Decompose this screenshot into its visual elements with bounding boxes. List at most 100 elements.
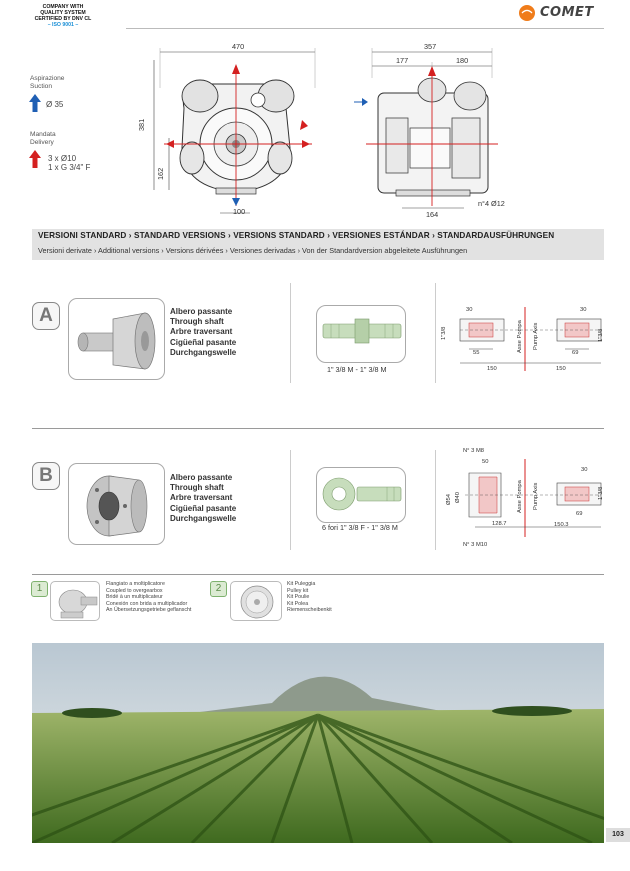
- shaft-drawing-icon: [322, 318, 402, 344]
- versions-title: VERSIONI STANDARD › STANDARD VERSIONS › …: [38, 231, 555, 240]
- version-a-drawing: [459, 307, 602, 371]
- versions-subtitle: Versioni derivate › Additional versions …: [38, 246, 468, 255]
- flange-drawing-icon: [322, 477, 402, 511]
- accessory-2-text: Kit Puleggia Pulley kit Kit Poulie Kit P…: [287, 581, 332, 614]
- acc-line: Kit Polea: [287, 600, 309, 607]
- side-right-dim: 180: [456, 56, 469, 65]
- column-separator: [435, 450, 436, 550]
- pulley-image: [230, 581, 282, 621]
- front-base-dim: 100: [233, 207, 246, 216]
- front-height-dim: 381: [137, 118, 146, 131]
- side-holes-dim: n°4 Ø12: [478, 199, 505, 208]
- a-left-top-dim: 30: [466, 307, 473, 313]
- desc-line: Cigüeñal pasante: [170, 337, 237, 347]
- a-right-mid-dim: 69: [572, 350, 579, 356]
- version-a-shaft-box: [316, 305, 406, 363]
- desc-line: Durchgangswelle: [170, 347, 237, 357]
- a-right-top-dim: 30: [580, 307, 587, 313]
- front-axis-height-dim: 162: [156, 167, 165, 180]
- desc-line: Through shaft: [170, 317, 224, 327]
- pulley-icon: [240, 585, 274, 619]
- column-separator: [290, 450, 291, 550]
- version-a-photo: [68, 298, 165, 380]
- accessory-2-number: 2: [210, 581, 227, 597]
- desc-line: Durchgangswelle: [170, 513, 237, 523]
- section-divider: [32, 428, 604, 429]
- arrow-up-icon: [29, 94, 41, 112]
- gearbox-icon: [58, 589, 98, 619]
- acc-line: Riemenscheibenkit: [287, 607, 332, 614]
- a-left-mid-dim: 55: [473, 350, 480, 356]
- side-left-dim: 177: [396, 56, 409, 65]
- b-top-dim: 50: [482, 459, 489, 465]
- a-axis-en: Pump Axis: [533, 322, 539, 350]
- cert-line: QUALITY SYSTEM: [40, 10, 86, 16]
- acc-line: Flangiato a moltiplicatore: [106, 581, 165, 587]
- comet-logo-mark: [519, 5, 535, 21]
- version-a-badge: A: [32, 302, 60, 330]
- desc-line: Arbre traversant: [170, 327, 233, 337]
- acc-line: Kit Poulie: [287, 594, 310, 601]
- cert-line: COMPANY WITH: [42, 4, 84, 10]
- vineyard-photo: [32, 643, 604, 843]
- column-separator: [435, 283, 436, 383]
- version-b-shaft-caption: 6 fori 1" 3/8 F - 1" 3/8 M: [322, 523, 398, 532]
- a-left-side-dim: 1"3/8: [441, 326, 447, 340]
- desc-line: Through shaft: [170, 483, 224, 493]
- b-right-side-dim: 1"3/8: [598, 486, 604, 500]
- versions-banner: [32, 229, 604, 260]
- suction-label-it: Aspirazione: [30, 75, 65, 82]
- pump-front-view: [153, 48, 316, 214]
- certification-block: COMPANY WITH QUALITY SYSTEM CERTIFIED BY…: [8, 4, 118, 28]
- side-base-dim: 164: [426, 210, 439, 219]
- acc-line: Coupled to overgearbox: [106, 587, 163, 594]
- side-width-dim: 357: [424, 42, 437, 51]
- accessory-1-number: 1: [31, 581, 48, 597]
- b-bottom-left-dim: 128.7: [492, 521, 507, 527]
- comet-logo: COMET: [518, 2, 604, 24]
- b-right-mid-dim: 69: [576, 511, 583, 517]
- b-right-bottom-dim: 150.3: [554, 522, 569, 528]
- desc-line: Arbre traversant: [170, 493, 233, 503]
- b-n3m8-label: N° 3 M8: [463, 448, 485, 454]
- a-axis-it: Asse Pompa: [517, 320, 523, 353]
- acc-line: An Übersetzungsgetriebe geflanscht: [106, 607, 192, 614]
- suction-legend: Aspirazione Suction: [30, 75, 64, 90]
- through-shaft-image: [77, 312, 156, 370]
- delivery-value-2: 1 x G 3/4" F: [48, 163, 91, 172]
- delivery-label-en: Delivery: [30, 138, 54, 146]
- version-b-badge: B: [32, 462, 60, 490]
- version-a-shaft-caption: 1" 3/8 M - 1" 3/8 M: [327, 365, 387, 374]
- version-b-shaft-box: [316, 467, 406, 523]
- column-separator: [290, 283, 291, 383]
- section-divider: [32, 574, 604, 575]
- acc-line: Bridé à un multiplicateur: [106, 594, 163, 601]
- iso-label: – ISO 9001 –: [47, 22, 79, 28]
- delivery-label-it: Mandata: [30, 131, 56, 138]
- accessory-1-text: Flangiato a moltiplicatore Coupled to ov…: [106, 581, 191, 614]
- gearbox-image: [50, 581, 100, 621]
- flanged-shaft-image: [86, 475, 148, 537]
- suction-value: Ø 35: [46, 100, 64, 109]
- front-width-dim: 470: [232, 42, 245, 51]
- delivery-value-1: 3 x Ø10: [48, 154, 77, 163]
- desc-line: Albero passante: [170, 307, 233, 316]
- delivery-legend: Mandata Delivery: [30, 131, 56, 146]
- acc-line: Kit Puleggia: [287, 581, 316, 587]
- b-right-top-dim: 30: [581, 467, 588, 473]
- acc-line: Conexión con brida a multiplicador: [106, 600, 188, 607]
- a-right-side-dim: 1"3/8: [598, 328, 604, 342]
- brand-name: COMET: [540, 5, 594, 20]
- version-b-description: Albero passante Through shaft Arbre trav…: [170, 473, 236, 524]
- cert-line: CERTIFIED BY DNV CL: [34, 16, 92, 22]
- header-divider: [126, 28, 604, 29]
- b-d40-dim: Ø40: [455, 492, 461, 503]
- b-axis-it: Asse Pompa: [517, 480, 523, 513]
- version-b-photo: [68, 463, 165, 545]
- arrow-up-icon: [29, 150, 41, 168]
- pump-side-view: [354, 48, 498, 209]
- b-axis-en: Pump Axis: [533, 482, 539, 510]
- a-left-bottom-dim: 150: [487, 366, 497, 372]
- acc-line: Pulley kit: [287, 587, 309, 594]
- version-a-description: Albero passante Through shaft Arbre trav…: [170, 307, 236, 358]
